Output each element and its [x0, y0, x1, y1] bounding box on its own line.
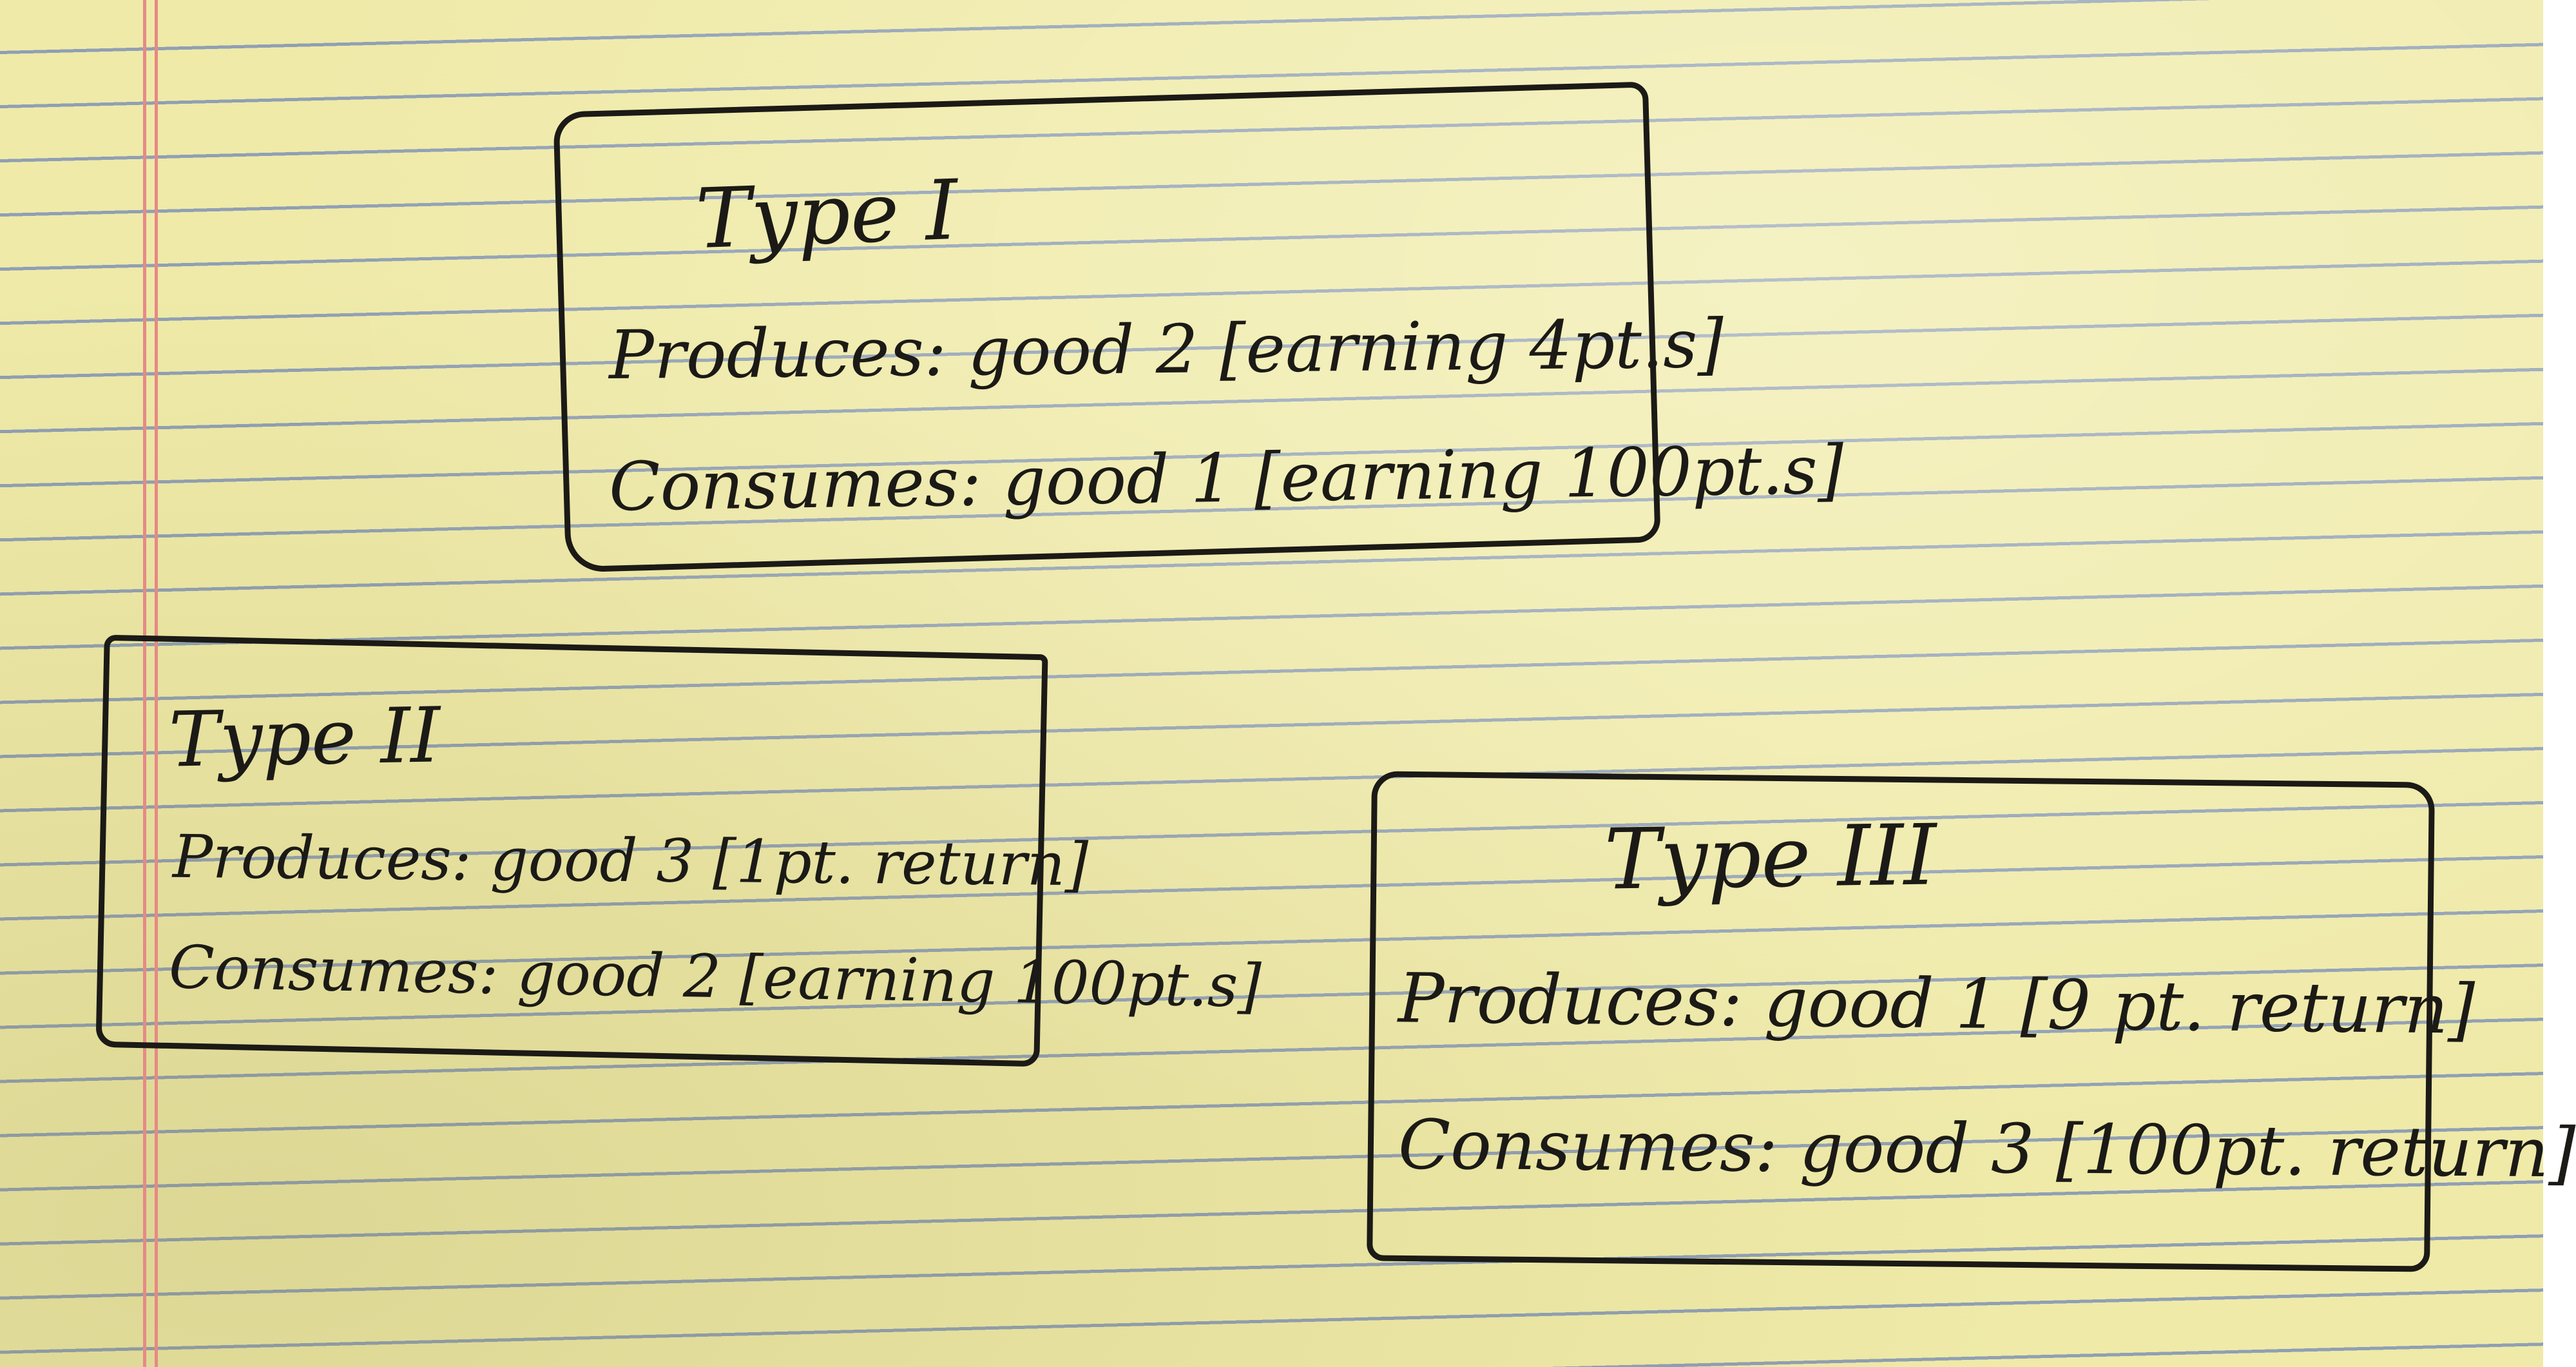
type-3-title: Type III [1603, 806, 1937, 909]
red-margin-line [143, 0, 146, 1367]
type-3-consumes-line: Consumes: good 3 [100pt. return] [1398, 1105, 2576, 1193]
type-1-title: Type I [694, 162, 960, 268]
type-1-consumes-line: Consumes: good 1 [earning 100pt.s] [608, 430, 1845, 527]
type-1-produces-line: Produces: good 2 [earning 4pt.s] [608, 304, 1724, 395]
type-2-consumes-line: Consumes: good 2 [earning 100pt.s] [168, 933, 1262, 1021]
type-2-produces-line: Produces: good 3 [1pt. return] [172, 822, 1089, 900]
type-3-produces-line: Produces: good 1 [9 pt. return] [1398, 958, 2475, 1049]
type-2-title: Type II [168, 690, 441, 784]
red-margin-line [155, 0, 158, 1367]
